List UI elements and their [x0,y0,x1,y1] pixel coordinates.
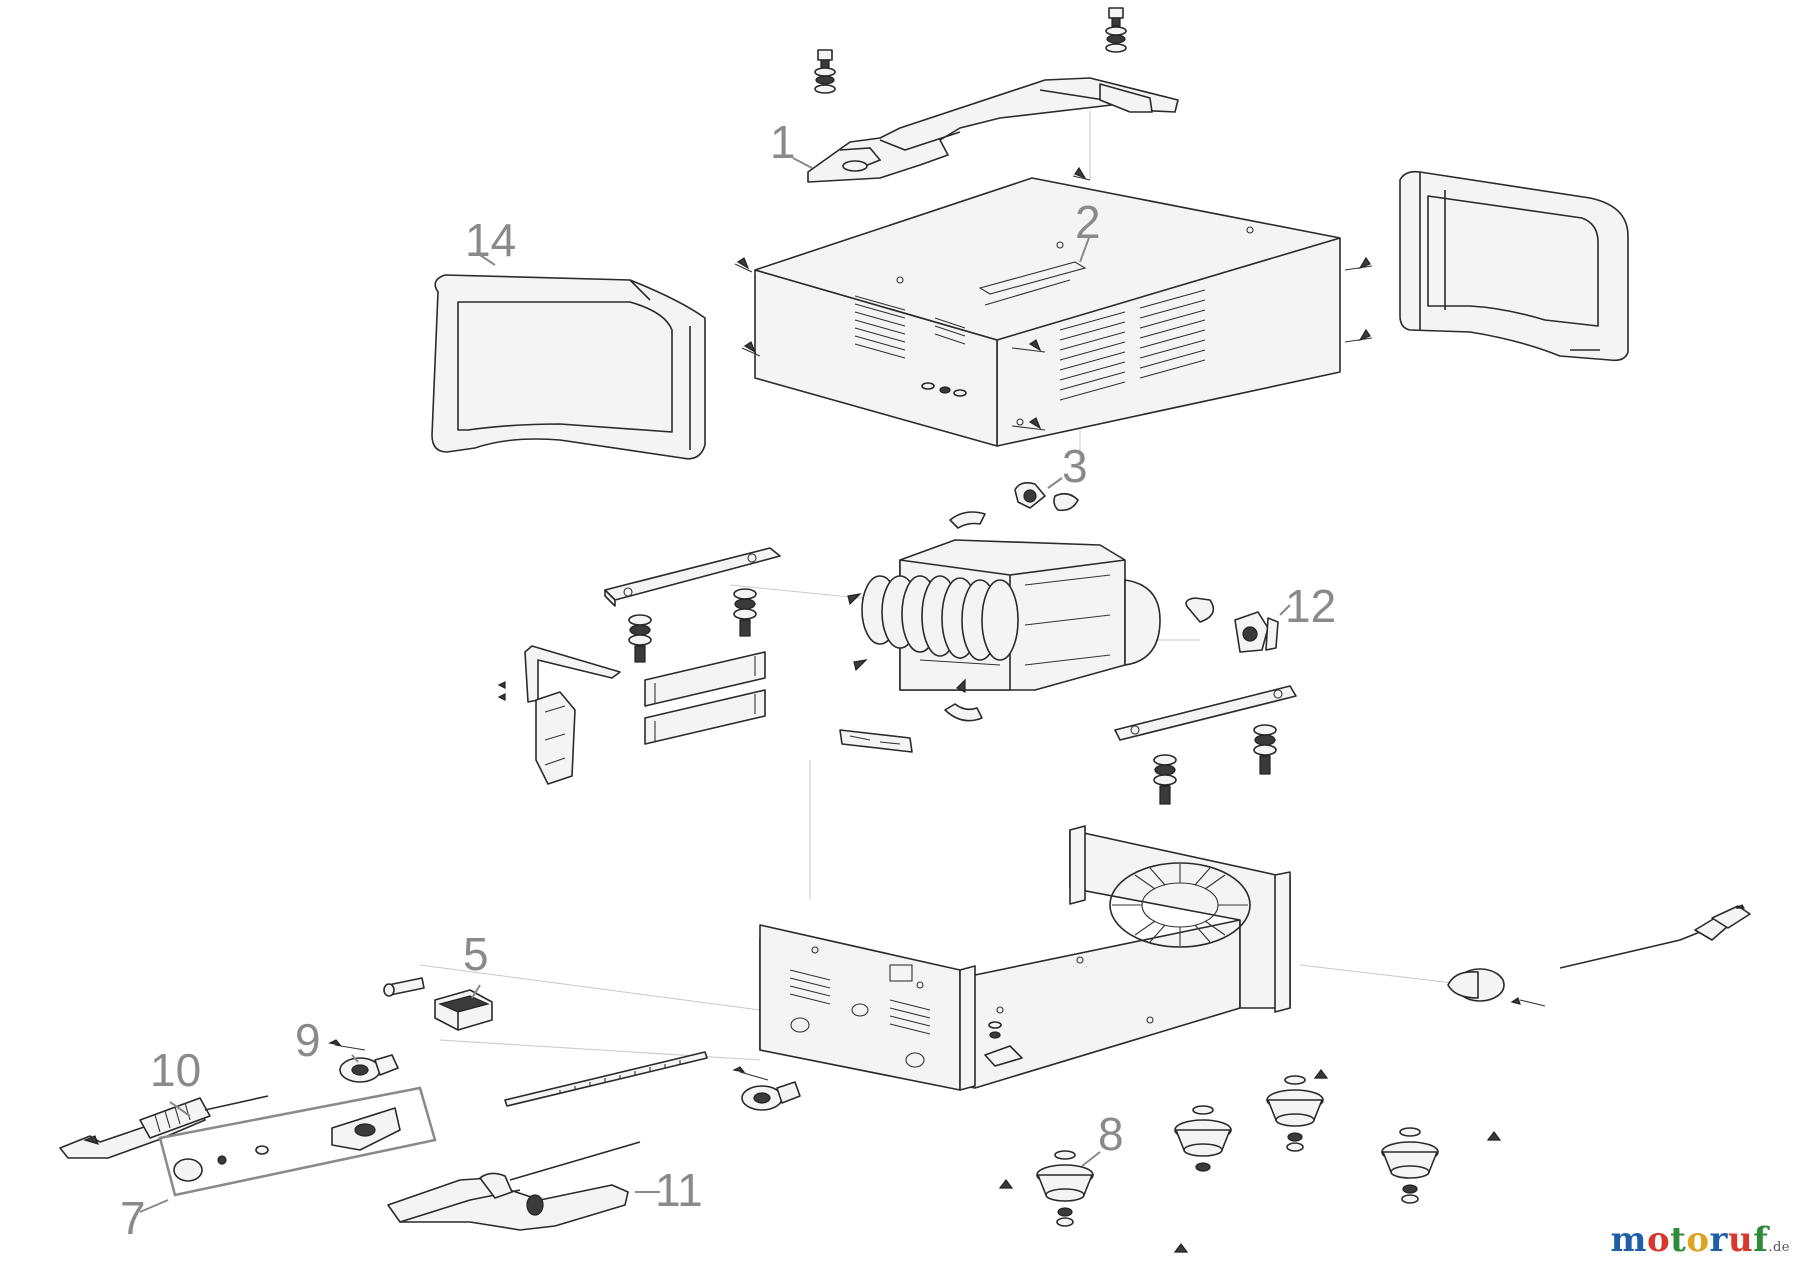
top-cover [754,177,1341,447]
handle-bolt-left [814,49,836,94]
callout-11: 11 [655,1164,703,1216]
foot-front-left [1036,1150,1094,1227]
transformer-coil [861,575,1019,661]
thermal-switch [1014,482,1079,512]
foot-rear-right [1381,1127,1439,1204]
callout-10: 10 [150,1044,201,1096]
callout-12: 12 [1285,580,1336,632]
callout-9: 9 [295,1014,321,1066]
watermark-tld: .de [1768,1240,1790,1255]
watermark-letter: t [1670,1220,1687,1260]
connector-rod [504,1051,708,1107]
watermark-letter: u [1727,1220,1754,1260]
foot-screws [998,1069,1502,1253]
foot-rear-left [1174,1105,1232,1172]
cover-vent-right [1059,289,1206,401]
watermark-letter: o [1646,1220,1671,1260]
watermark-letter: r [1709,1220,1728,1260]
rectifier-bar-left [604,547,781,607]
watermark-letter: f [1753,1220,1769,1260]
terminal-socket-right [732,1066,801,1111]
callout-3: 3 [1062,440,1088,492]
leader-lines [139,157,1291,1213]
rear-frame [1399,170,1629,362]
assembly-guides [419,110,1471,1061]
bolt-stack-a [733,588,757,637]
terminal-socket-left [328,1039,399,1083]
electrode-holder [59,1095,269,1159]
watermark-letter: o [1686,1220,1710,1260]
bolt-stack-d [1153,754,1177,805]
cover-vent-left [854,295,966,359]
earth-clamp [387,1141,641,1231]
carrying-handle [807,77,1179,183]
bolt-stack-c [1253,724,1277,775]
watermark-letter: m [1610,1220,1647,1260]
base-chassis [759,825,1291,1091]
power-switch [434,989,493,1031]
foot-front-right [1266,1075,1324,1152]
callout-7: 7 [120,1192,146,1244]
motoruf-watermark: motoruf.de [1610,1220,1790,1260]
callout-5: 5 [463,928,489,980]
callout-1: 1 [770,116,796,168]
cable-gland [1234,611,1279,653]
dinse-plug-kit [158,1086,437,1197]
callout-2: 2 [1075,196,1101,248]
handle-bolt-right [1105,7,1127,53]
front-panel-vents [789,946,931,1068]
front-frame [431,274,706,460]
transformer [847,539,1161,693]
rectifier-bar-right [1114,685,1297,741]
bolt-stack-b [628,614,652,663]
core-clips [944,511,1215,722]
rear-fan-grille [1109,862,1251,948]
mains-cable [1447,904,1751,1007]
mounting-bracket [497,645,621,785]
cover-screws [734,166,1373,431]
callout-numbers: 1 2 3 5 7 8 9 10 11 12 14 [120,116,1336,1244]
heatsink-plates [644,651,766,745]
callout-8: 8 [1098,1108,1124,1160]
fuse-holder [383,977,425,997]
shunt-strip [839,729,913,753]
callout-14: 14 [465,214,516,266]
